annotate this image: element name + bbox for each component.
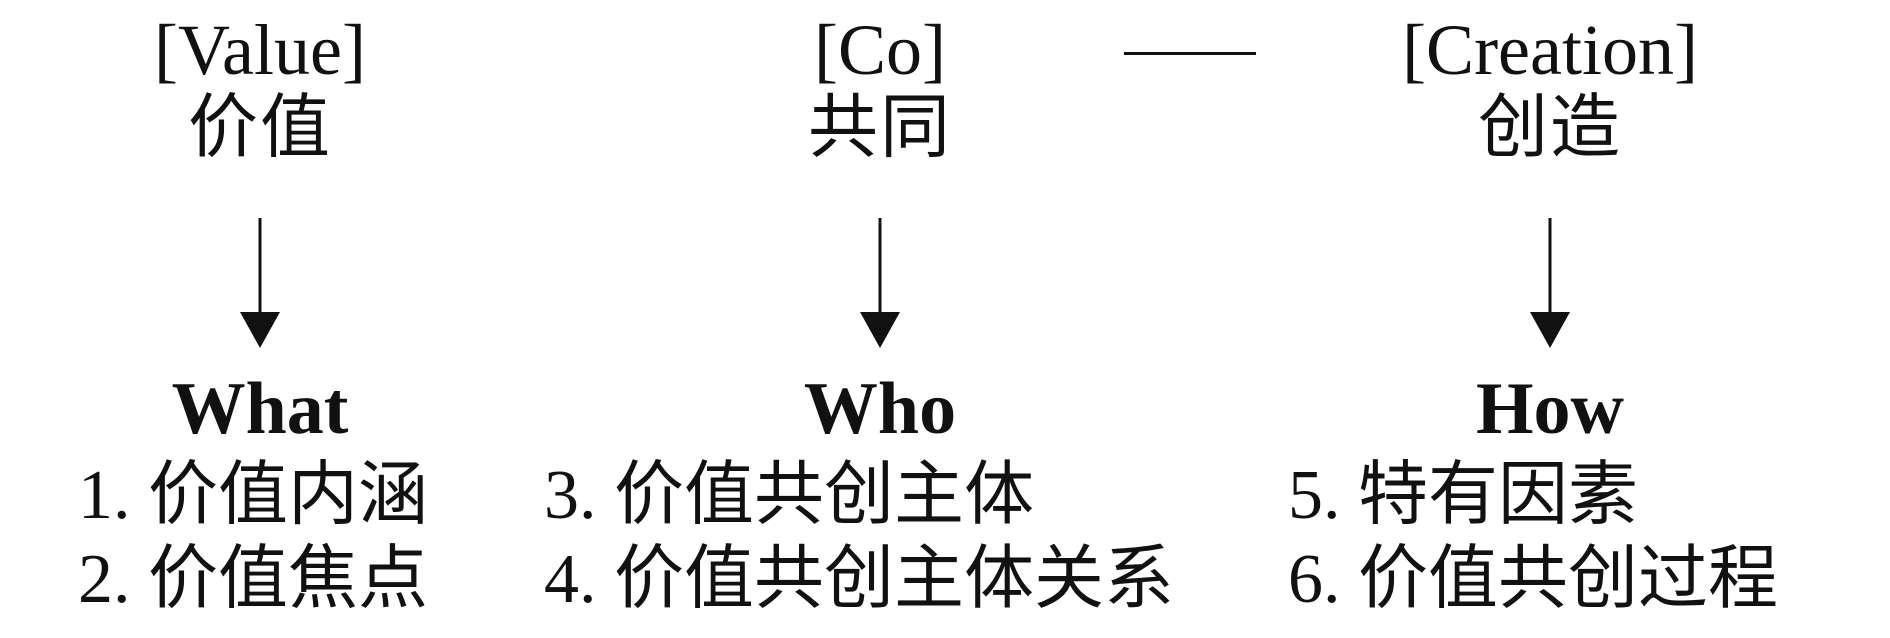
item-list-value: 1. 价值内涵 2. 价值焦点	[78, 454, 428, 622]
down-arrow-icon	[860, 218, 900, 348]
list-item: 5. 特有因素	[1288, 457, 1638, 534]
term-english-co: [Co]	[814, 10, 946, 90]
item-list-co: 3. 价值共创主体 4. 价值共创主体关系	[544, 454, 1174, 622]
list-item: 6. 价值共创过程	[1288, 541, 1778, 618]
question-who: Who	[803, 368, 957, 450]
column-creation: [Creation] 创造 How	[1400, 0, 1700, 638]
connector-dash	[1124, 52, 1256, 55]
list-item: 3. 价值共创主体	[544, 457, 1034, 534]
term-english-creation: [Creation]	[1402, 10, 1698, 90]
term-chinese-value: 价值	[188, 90, 332, 167]
question-how: How	[1476, 368, 1624, 450]
question-what: What	[171, 368, 349, 450]
term-chinese-co: 共同	[808, 90, 952, 167]
column-value: [Value] 价值 What	[120, 0, 400, 638]
list-item: 1. 价值内涵	[78, 457, 428, 534]
item-list-creation: 5. 特有因素 6. 价值共创过程	[1288, 454, 1778, 622]
term-chinese-creation: 创造	[1478, 90, 1622, 167]
down-arrow-icon	[1530, 218, 1570, 348]
term-english-value: [Value]	[154, 10, 366, 90]
column-co: [Co] 共同 Who	[740, 0, 1020, 638]
down-arrow-icon	[240, 218, 280, 348]
list-item: 4. 价值共创主体关系	[544, 541, 1174, 618]
list-item: 2. 价值焦点	[78, 541, 428, 618]
